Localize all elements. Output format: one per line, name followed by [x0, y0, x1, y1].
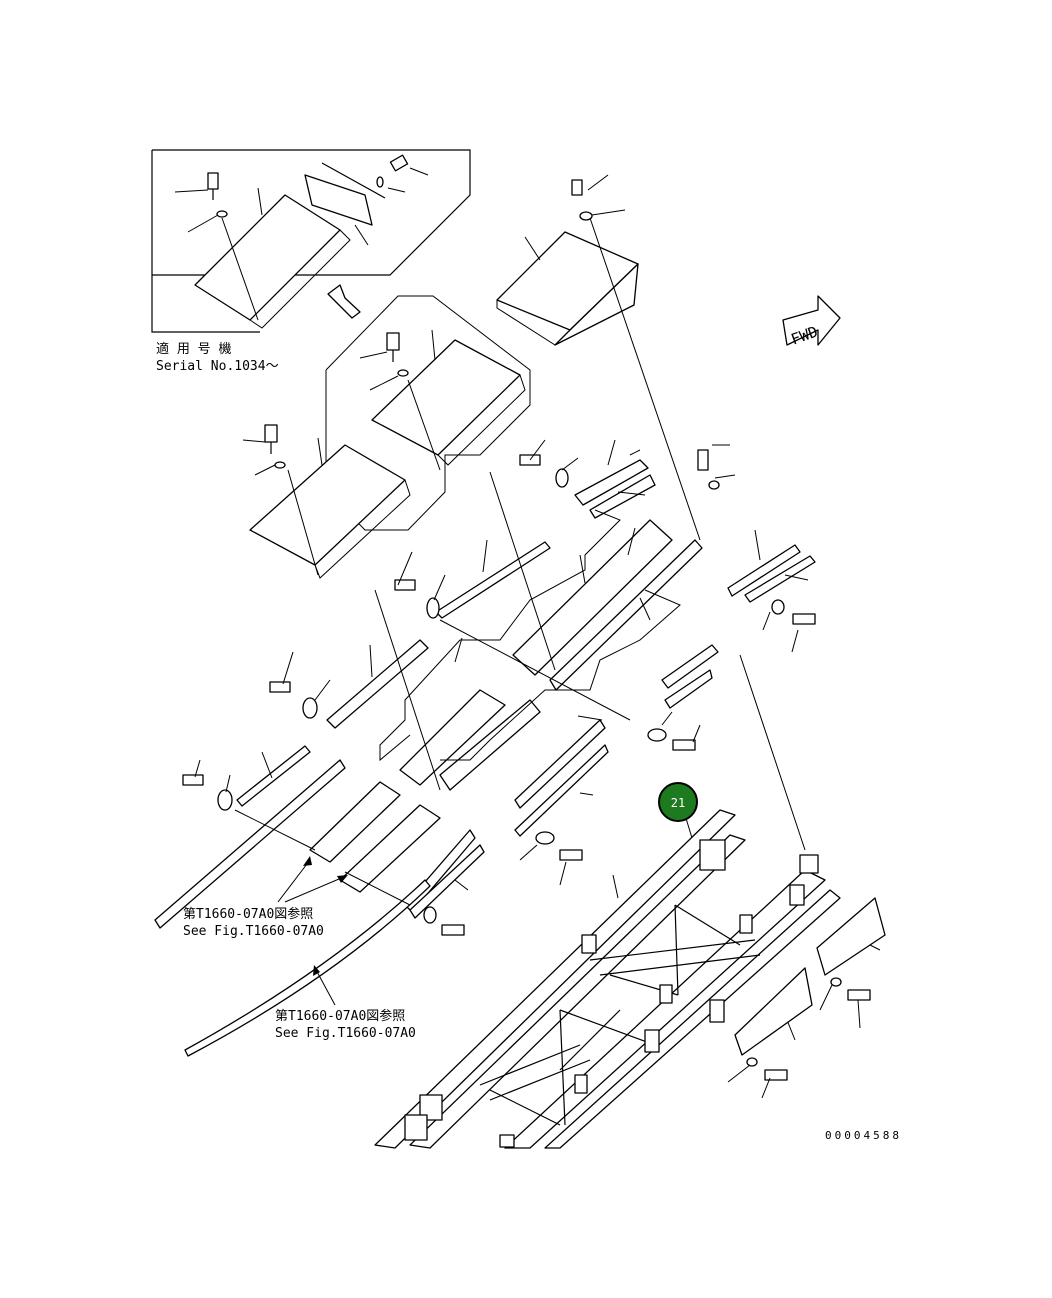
drawing-number: 00004588	[825, 1129, 902, 1142]
reference-1-jp: 第T1660-07A0図参照	[183, 906, 313, 922]
fasteners	[182, 449, 871, 1081]
reference-arrows	[277, 856, 348, 1006]
callout-number: 21	[671, 796, 685, 810]
inset-label-en: Serial No.1034～	[156, 359, 279, 374]
reference-1-en: See Fig.T1660-07A0	[183, 924, 324, 939]
top-cover	[496, 174, 639, 346]
middle-cover-lower	[242, 424, 411, 579]
channel-strips	[154, 459, 816, 1057]
reference-2-jp: 第T1660-07A0図参照	[275, 1008, 405, 1024]
callout-21[interactable]: 21	[658, 782, 698, 822]
group-outline-lower	[440, 589, 681, 761]
inset-label-jp: 適 用 号 機	[156, 341, 231, 357]
fwd-arrow-icon: FWD	[782, 295, 841, 349]
leader-lines	[194, 439, 881, 1099]
main-frame	[374, 809, 886, 1149]
inset-detail	[151, 149, 471, 333]
connector-lines	[234, 217, 806, 906]
group-outline-middle	[379, 509, 621, 762]
middle-cover-upper	[359, 329, 526, 466]
reference-2-en: See Fig.T1660-07A0	[275, 1026, 416, 1041]
